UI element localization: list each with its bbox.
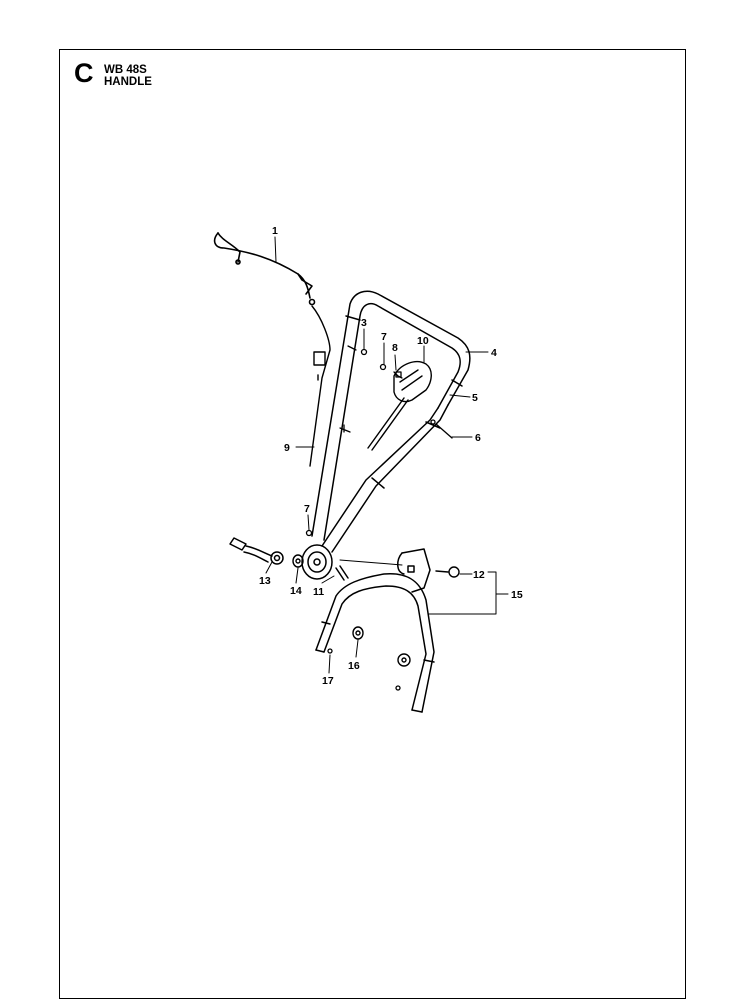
title-block: WB 48S HANDLE bbox=[104, 64, 152, 88]
part-14-washer bbox=[292, 554, 304, 568]
part-12-bolt bbox=[435, 566, 460, 578]
part-5-lower-tube bbox=[321, 404, 449, 553]
callout-15: 15 bbox=[511, 589, 523, 601]
model-name: WB 48S bbox=[104, 64, 147, 76]
callout-3: 3 bbox=[361, 317, 367, 329]
callout-17: 17 bbox=[322, 675, 334, 687]
callout-7-lower: 7 bbox=[304, 503, 310, 515]
callout-10: 10 bbox=[417, 335, 429, 347]
part-11-hub bbox=[301, 544, 349, 581]
page-frame bbox=[59, 49, 686, 999]
part-15-lower-bracket bbox=[315, 548, 435, 713]
part-9-rod bbox=[309, 305, 331, 467]
part-7-lower bbox=[305, 529, 313, 537]
callout-8: 8 bbox=[392, 342, 398, 354]
part-6-bolt bbox=[430, 419, 453, 439]
part-10-lever-housing bbox=[367, 360, 432, 451]
callout-14: 14 bbox=[290, 585, 302, 597]
callout-13: 13 bbox=[259, 575, 271, 587]
part-1-cable bbox=[213, 232, 316, 306]
callout-9: 9 bbox=[284, 442, 290, 454]
callout-4: 4 bbox=[491, 347, 497, 359]
section-letter: C bbox=[74, 58, 94, 88]
part-17-screw bbox=[327, 648, 401, 691]
callout-5: 5 bbox=[472, 392, 478, 404]
callout-11: 11 bbox=[313, 586, 324, 598]
part-4-upper-handle bbox=[311, 290, 471, 541]
part-13-cable-end bbox=[229, 537, 284, 565]
leader-lines bbox=[265, 236, 509, 674]
part-8-pin bbox=[393, 371, 403, 379]
part-16-washer bbox=[352, 626, 411, 667]
callout-7-upper: 7 bbox=[381, 331, 387, 343]
part-group-title: HANDLE bbox=[104, 76, 152, 88]
callout-6: 6 bbox=[475, 432, 481, 444]
callout-12: 12 bbox=[473, 569, 485, 581]
part-7-upper bbox=[379, 363, 387, 371]
callout-16: 16 bbox=[348, 660, 360, 672]
callout-labels: 1 3 4 5 6 7 8 10 9 7 11 12 13 14 15 16 1… bbox=[259, 225, 523, 687]
callout-1: 1 bbox=[272, 225, 278, 237]
